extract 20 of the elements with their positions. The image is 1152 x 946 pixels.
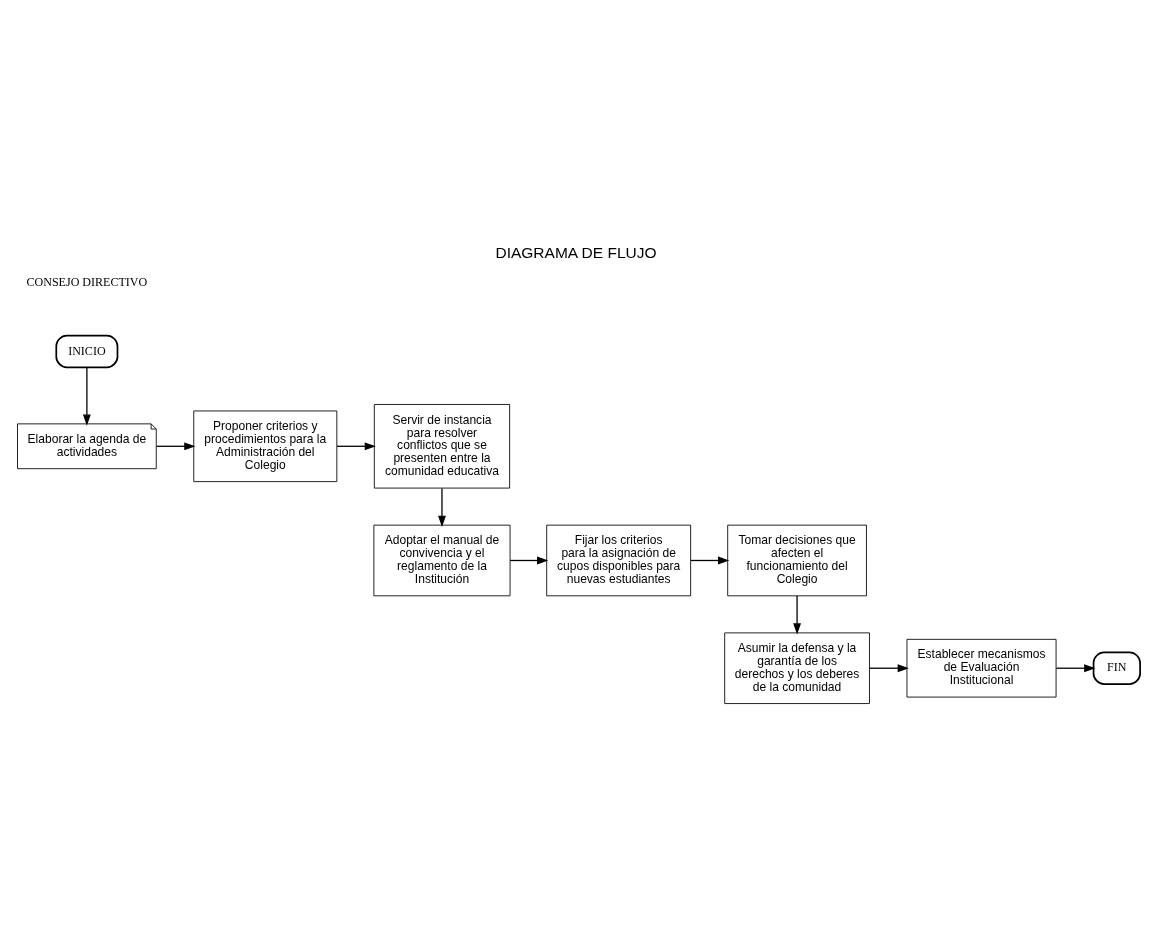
node-box: FIN	[1092, 651, 1141, 685]
node-box: Tomar decisiones que afecten el funcionamiento del Colegio	[727, 524, 867, 597]
node-box: Fijar los criterios para la asignación de cupos disponibles para nuevas estudiantes	[546, 524, 692, 597]
arrow	[82, 367, 91, 426]
node-box: Proponer criterios y procedimientos para la Administración del Colegio	[193, 410, 338, 483]
arrow	[868, 664, 909, 673]
node-box: Adoptar el manual de convivencia y el reglamento de la Institución	[373, 524, 511, 597]
arrow	[1055, 664, 1096, 673]
node-box: Establecer mecanismos de Evaluación Institucional	[906, 638, 1057, 698]
arrow	[336, 442, 376, 451]
arrow	[793, 595, 801, 635]
arrow	[690, 556, 730, 565]
node-box: Asumir la defensa y la garantía de los derechos y los deberes de la comunidad	[724, 632, 870, 704]
node-box: INICIO	[55, 334, 119, 369]
node-box: Servir de instancia para resolver conflictos que se presenten entre la comunidad educativa	[373, 404, 511, 489]
arrow	[155, 442, 196, 451]
arrow	[509, 556, 549, 565]
arrow	[438, 487, 446, 527]
label: CONSEJO DIRECTIVO	[26, 274, 148, 289]
diagram-title: DIAGRAMA DE FLUJO	[495, 244, 657, 262]
